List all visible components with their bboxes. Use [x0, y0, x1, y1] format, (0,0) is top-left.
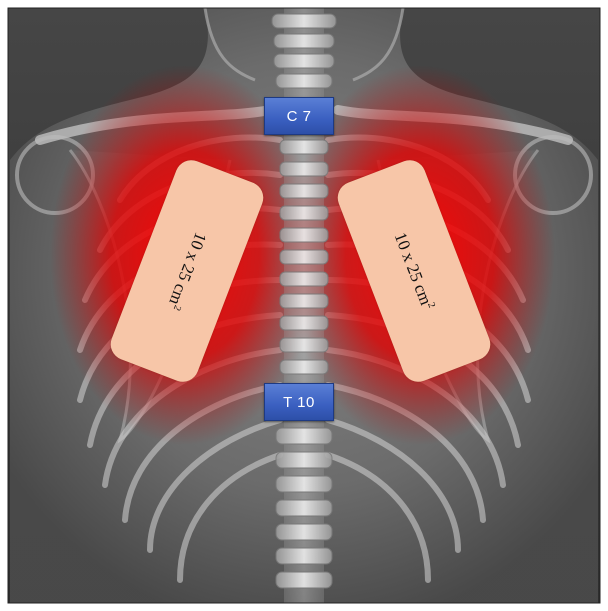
c7-vertebra-label: C 7	[264, 97, 334, 135]
t10-vertebra-label: T 10	[264, 383, 334, 421]
left-pad-label: 10 x 25 cm2	[163, 230, 211, 313]
right-pad-label: 10 x 25 cm2	[390, 230, 438, 313]
